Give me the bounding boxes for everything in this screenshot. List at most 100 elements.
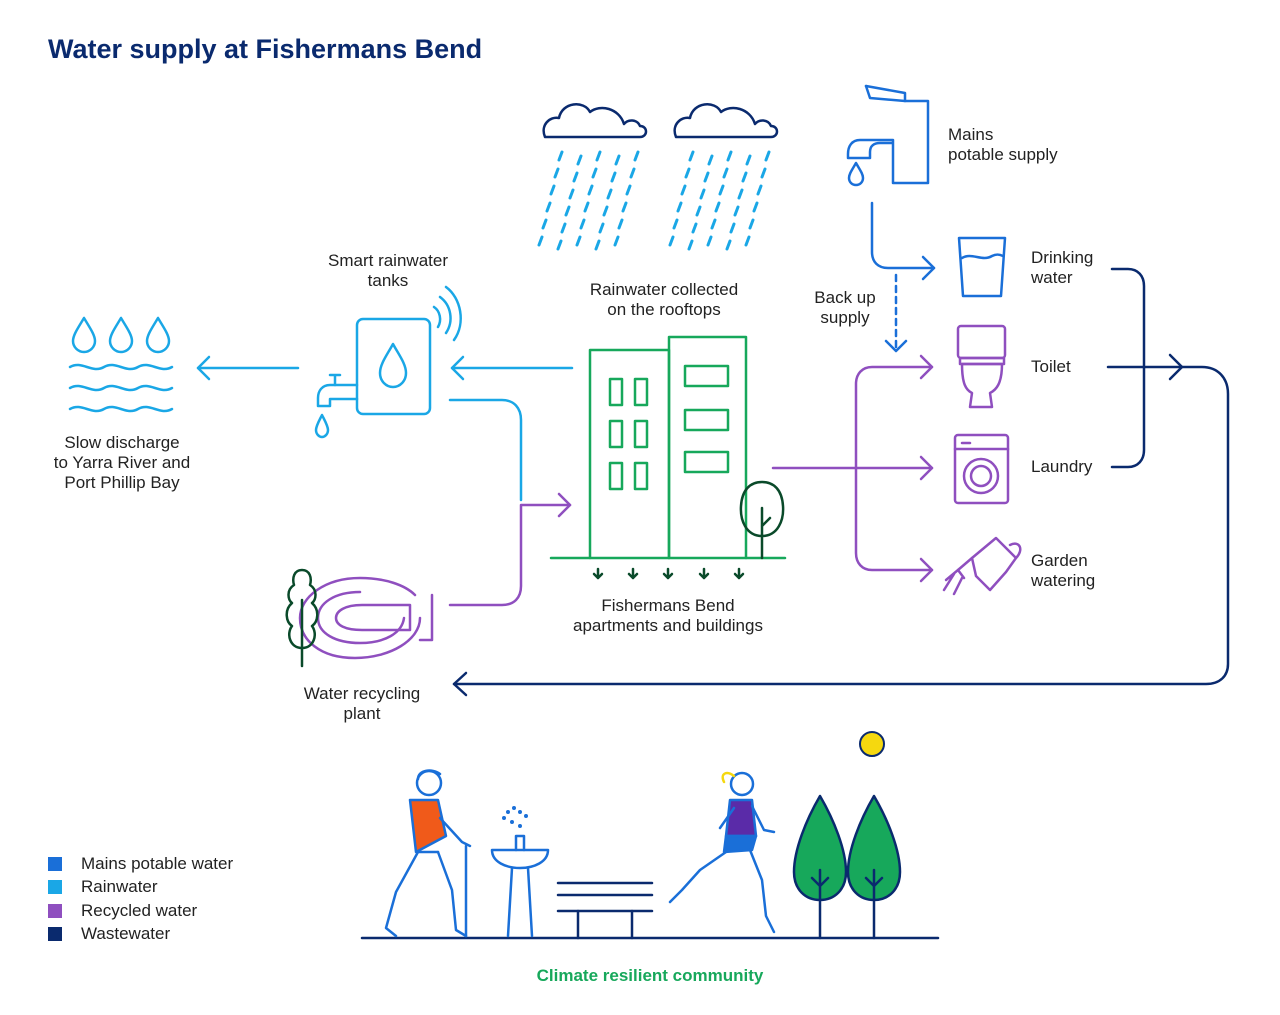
rain-drop [714,201,721,213]
rain-drop [737,188,744,200]
rain-drop [684,167,691,179]
rain-drop [764,150,771,162]
rain-drop [680,184,687,196]
water-tank-icon [314,317,432,439]
rain-drop [576,154,583,166]
rain-drop [691,222,698,234]
building-icon [549,335,787,560]
legend-swatch [48,903,62,918]
rain-drop [579,218,586,230]
rain-drop [610,171,617,183]
rain-drop [756,184,763,196]
rain-drop [699,188,706,200]
rain-drop [687,239,694,251]
sun-icon [859,731,885,757]
tree-icon [792,794,902,940]
rain-drop [710,218,717,230]
wastewater-pipe [452,267,1230,697]
rain-drop [575,235,582,247]
cloud-icon [542,103,779,139]
legend-label: Rainwater [81,877,158,897]
rain-drop [537,235,544,247]
rain-icon [537,150,771,251]
rain-drop [729,222,736,234]
rain-drop [718,184,725,196]
rain-drop [688,150,695,162]
rain-drop [564,205,571,217]
legend-swatch [48,927,62,942]
rain-drop [621,201,628,213]
laundry-label: Laundry [1031,457,1093,476]
glass-icon [957,236,1007,298]
rain-drop [614,154,621,166]
legend-label: Recycled water [81,900,198,920]
legend-label: Mains potable water [81,853,234,873]
down-arrow-icon [627,567,639,580]
rain-drop [745,154,752,166]
legend-swatch [48,856,62,871]
rain-drop [741,171,748,183]
rain-drop [722,167,729,179]
fountain-icon [490,806,550,938]
legend-item: Rainwater [48,876,233,900]
tree-icon [285,568,319,668]
legend-swatch [48,880,62,895]
rain-drop [606,188,613,200]
legend-item: Mains potable water [48,852,233,876]
down-arrow-icon [698,567,710,580]
rain-drop [733,205,740,217]
down-arrow-icon [592,567,604,580]
washing-machine-icon [953,433,1010,505]
rain-drop [752,201,759,213]
down-arrow-icon [662,567,674,580]
wifi-icon [432,285,462,342]
rain-drop [633,150,640,162]
recycling-plant-icon [298,576,434,660]
recycled-distribution [771,354,934,583]
rain-drop [541,218,548,230]
rain-drop [672,218,679,230]
rain-drop [549,184,556,196]
rain-drop [553,167,560,179]
rain-drop [706,235,713,247]
rain-drop [703,171,710,183]
mains-pipe [870,201,936,353]
ground-arrows [592,567,745,580]
tap-icon [846,84,930,187]
rain-drop [583,201,590,213]
toilet-icon [956,324,1007,409]
rainwater-pipes [196,355,574,502]
rain-drop [572,171,579,183]
rain-drop [591,167,598,179]
rain-drop [695,205,702,217]
rain-drop [545,201,552,213]
rain-drop [725,239,732,251]
recycled-return [448,492,572,607]
rain-drop [602,205,609,217]
rain-drop [587,184,594,196]
rain-drop [613,235,620,247]
rain-drop [598,222,605,234]
rain-drop [744,235,751,247]
rain-drop [594,239,601,251]
page-title: Water supply at Fishermans Bend [48,34,483,64]
down-arrow-icon [733,567,745,580]
rain-drop [748,218,755,230]
rain-drop [707,154,714,166]
footer-caption: Climate resilient community [536,966,764,985]
person-icon [384,769,472,938]
rain-drop [556,239,563,251]
waves-icon [68,316,174,413]
watering-can-icon [942,536,1022,596]
rain-drop [560,222,567,234]
